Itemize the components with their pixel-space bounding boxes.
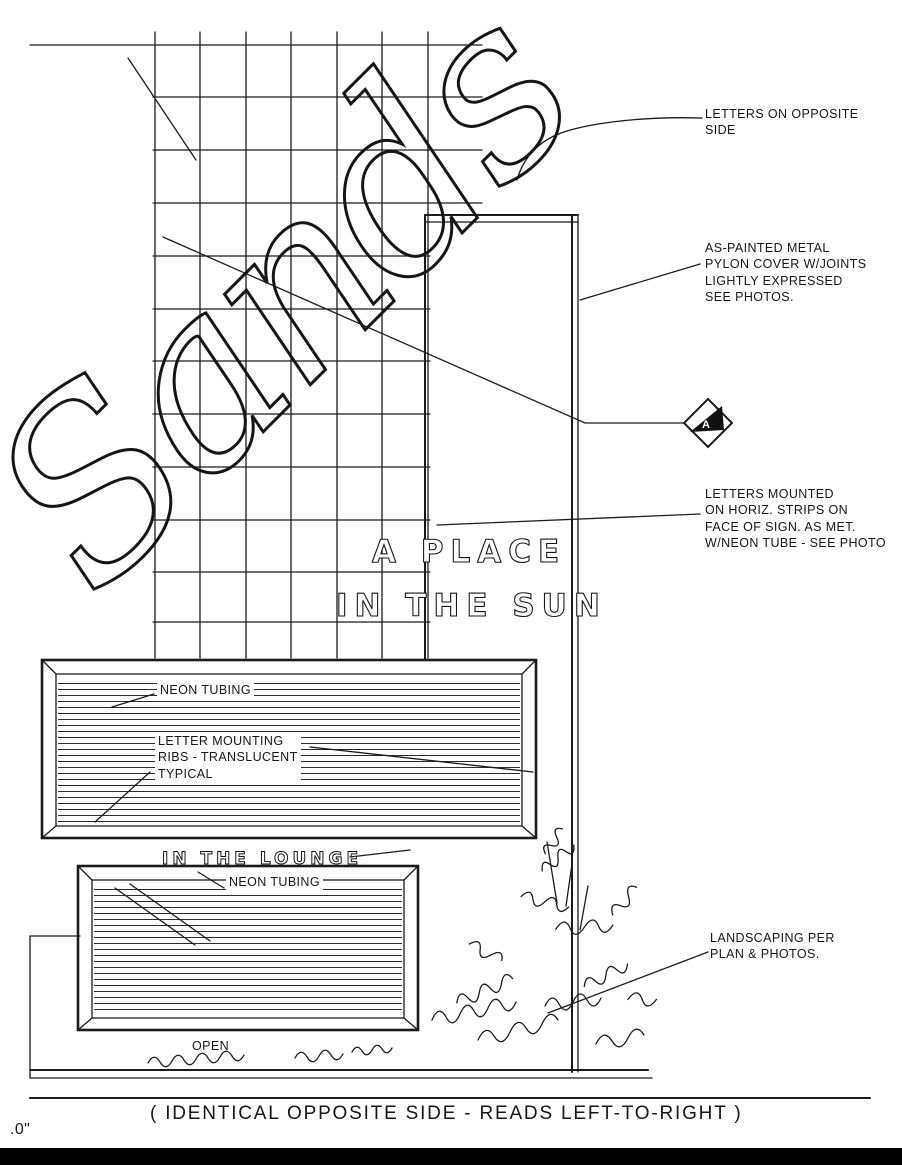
scale-fragment: .0" [10, 1121, 31, 1138]
note-letters-opposite: LETTERS ON OPPOSITE SIDE [705, 107, 859, 138]
note-pylon-cover: AS-PAINTED METAL PYLON COVER W/JOINTS LI… [705, 241, 867, 304]
structural-grid [29, 31, 483, 659]
sign-text-in-the-lounge: IN THE LOUNGE [162, 849, 362, 869]
pylon-outline [424, 214, 579, 1073]
marquee-upper-frame [40, 658, 538, 840]
sign-text-a-place: A PLACE [372, 534, 566, 570]
landscaping-sketch [147, 827, 658, 1068]
detail-marker-letter: A [702, 419, 710, 431]
note-letter-mounting: LETTER MOUNTING RIBS - TRANSLUCENT TYPIC… [155, 733, 301, 782]
sheet-edge-bar [0, 1148, 902, 1165]
sign-text-in-the-sun: IN THE SUN [336, 588, 607, 624]
note-open: OPEN [192, 1039, 230, 1053]
note-landscaping: LANDSCAPING PER PLAN & PHOTOS. [710, 931, 835, 962]
footer-note: ( IDENTICAL OPPOSITE SIDE - READS LEFT-T… [150, 1103, 743, 1124]
note-letters-mounted: LETTERS MOUNTED ON HORIZ. STRIPS ON FACE… [705, 487, 886, 550]
leader-lines [94, 117, 709, 1014]
marquee-lower-frame [76, 864, 420, 1032]
note-neon-tubing-lower: NEON TUBING [226, 874, 323, 891]
detail-marker: A [682, 397, 734, 449]
ground-lines [29, 935, 871, 1099]
marquee-lower-louvers [94, 884, 402, 1015]
note-neon-tubing-upper: NEON TUBING [157, 682, 254, 699]
